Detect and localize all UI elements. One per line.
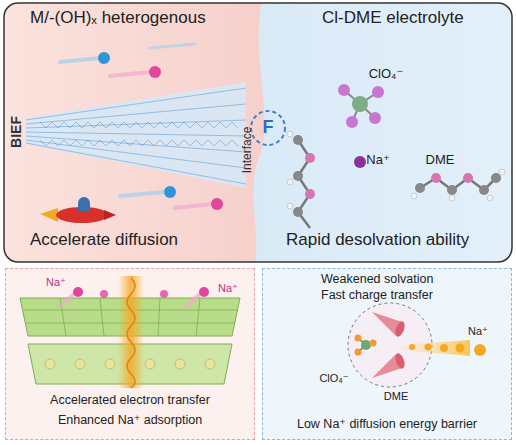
side-label: BIEF <box>9 116 24 148</box>
panel-text: Rapid desolvation ability <box>286 230 469 250</box>
panel-heading: Cl-DME electrolyte <box>322 8 464 28</box>
ion-label: Na⁺ <box>46 276 66 288</box>
ion-label: ClO₄⁻ <box>319 372 348 384</box>
panel: Weakened solvationFast charge transferLo… <box>262 268 512 440</box>
panel-text: Accelerate diffusion <box>30 230 178 250</box>
ion-label: Na⁺ <box>218 282 238 294</box>
panel-text: Enhanced Na⁺ adsorption <box>6 413 254 427</box>
ion-label: ClO₄⁻ <box>369 67 404 81</box>
panel: Accelerated electron transferEnhanced Na… <box>5 268 255 440</box>
panel-text: Low Na⁺ diffusion energy barrier <box>263 417 511 431</box>
panel-heading: Accelerated electron transfer <box>6 393 254 407</box>
ion-label: Na⁺ <box>366 153 389 167</box>
molecule-label: DME <box>426 153 455 167</box>
interface-label: Interface <box>241 127 254 174</box>
panel-text: Fast charge transfer <box>321 288 433 302</box>
molecule-label: DME <box>384 390 408 402</box>
logo-letter: F <box>263 118 274 138</box>
panel: Cl-DME electrolyteRapid desolvation abil… <box>258 0 512 262</box>
ion-label: Na⁺ <box>468 325 488 337</box>
panel: M/-(OH)ₓ heterogenousAccelerate diffusio… <box>0 0 258 262</box>
panel-heading: M/-(OH)ₓ heterogenous <box>30 8 206 28</box>
panel-heading: Weakened solvation <box>321 272 433 286</box>
